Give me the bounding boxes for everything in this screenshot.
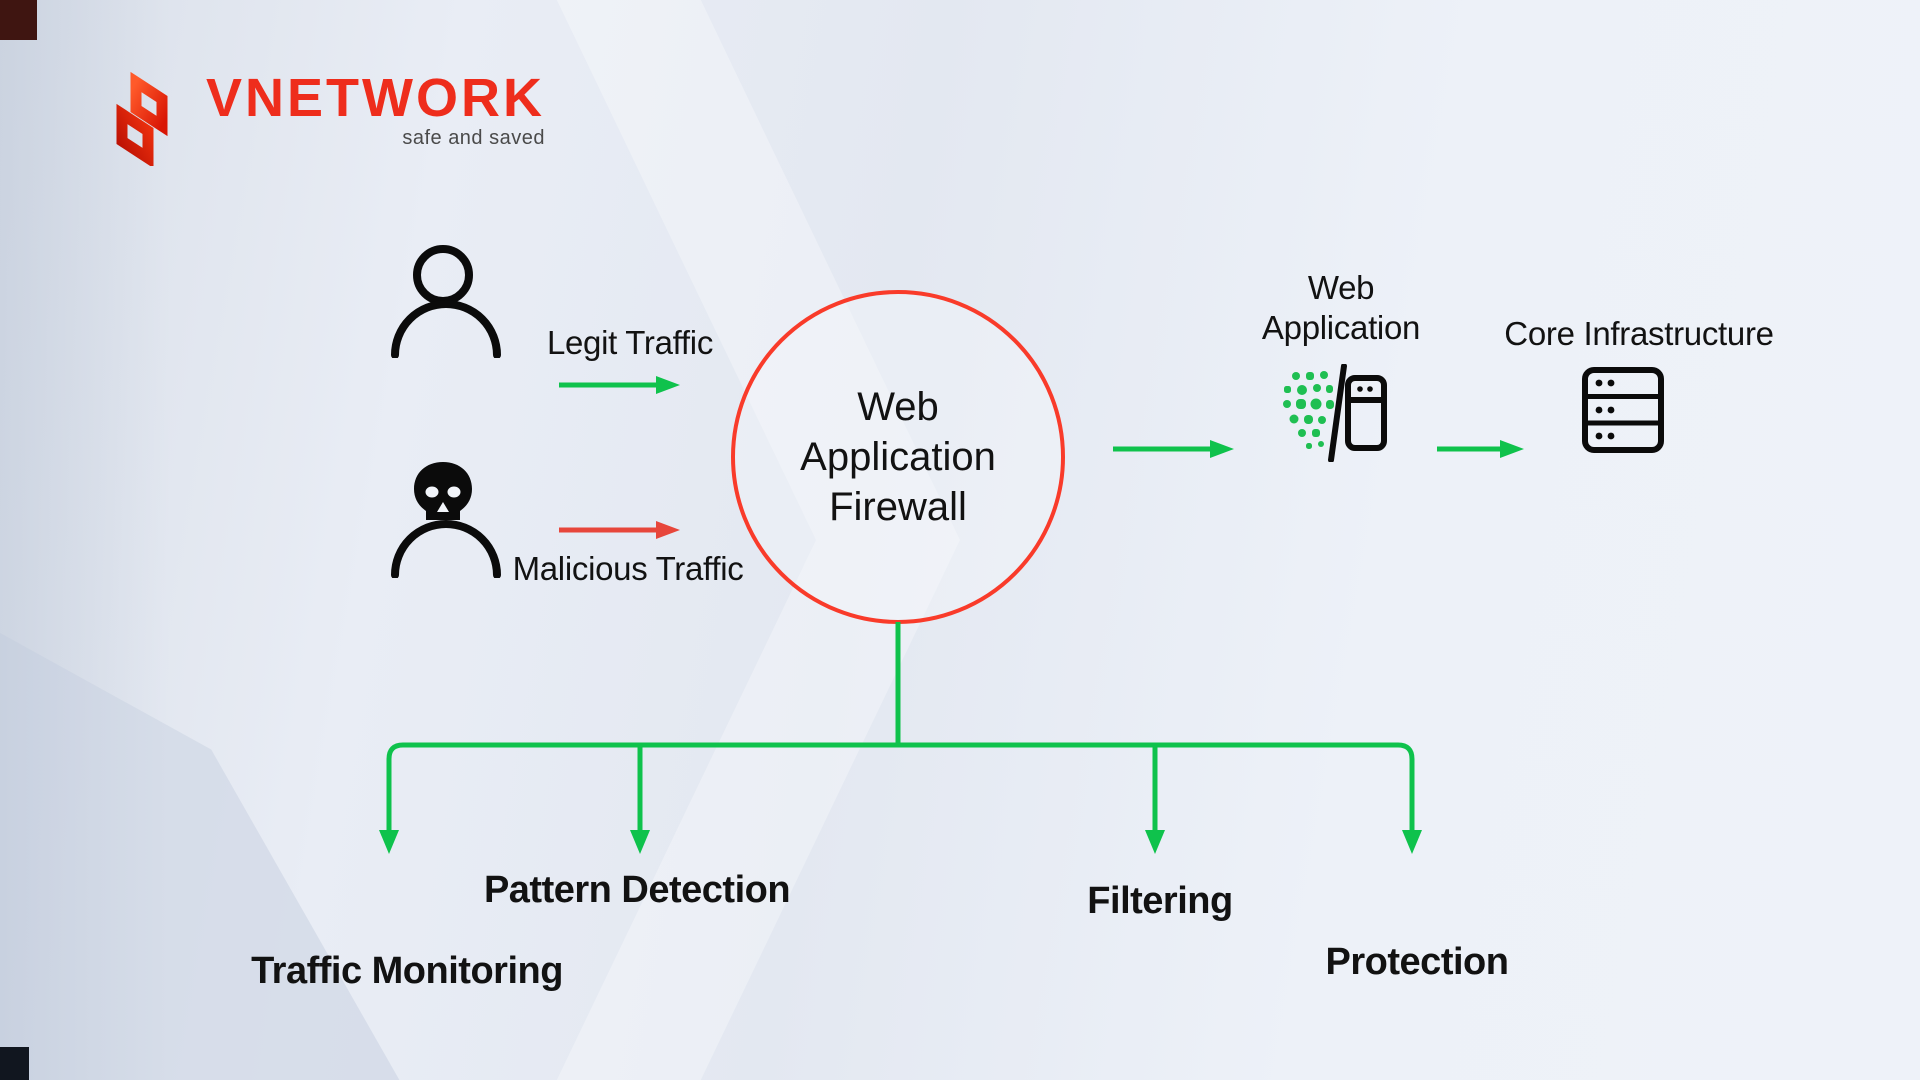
- webapp-label-line2: Application: [1261, 309, 1421, 346]
- brand-name: VNETWORK: [206, 68, 545, 128]
- vnetwork-logo: VNETWORK safe and saved: [100, 70, 545, 166]
- top-left-corner-mark: [0, 0, 37, 40]
- waf-title-line3: Firewall: [829, 485, 967, 529]
- webapp-label: Web Application: [1262, 268, 1420, 348]
- waf-title: Web Application Firewall: [800, 382, 996, 532]
- malicious-traffic-arrow: [559, 521, 680, 539]
- waf-circle: Web Application Firewall: [731, 290, 1065, 624]
- traffic-filter-icon: [1283, 364, 1387, 462]
- core-label: Core Infrastructure: [1504, 315, 1774, 352]
- person-icon: [391, 245, 501, 358]
- function-label-traffic-monitoring: Traffic Monitoring: [251, 950, 563, 992]
- function-label-pattern-detection: Pattern Detection: [483, 869, 791, 911]
- function-label-protection: Protection: [1325, 941, 1509, 983]
- server-rack-icon: [1582, 367, 1664, 453]
- waf-to-webapp-arrow: [1113, 440, 1234, 458]
- vnetwork-mark-icon: [116, 71, 168, 166]
- skull-user-icon: [391, 462, 501, 578]
- webapp-label-line1: Web: [1307, 269, 1375, 306]
- malicious-traffic-label: Malicious Traffic: [512, 550, 744, 587]
- function-label-filtering: Filtering: [1087, 880, 1233, 922]
- waf-title-line1: Web: [857, 385, 939, 429]
- webapp-to-core-arrow: [1437, 440, 1524, 458]
- waf-functions-branch-lines: [379, 622, 1422, 854]
- bottom-left-corner-mark: [0, 1047, 29, 1080]
- legit-traffic-label: Legit Traffic: [546, 324, 714, 361]
- legit-traffic-arrow: [559, 376, 680, 394]
- waf-title-line2: Application: [800, 435, 996, 479]
- brand-tagline: safe and saved: [402, 126, 545, 149]
